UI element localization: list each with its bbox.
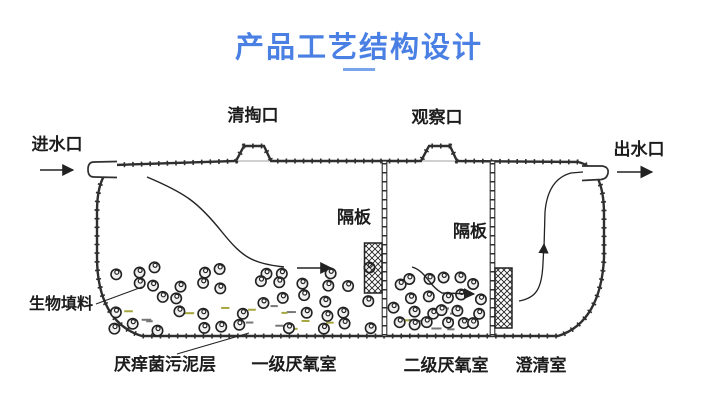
page-title: 产品工艺结构设计 [234, 32, 484, 64]
bio-filler-balls [108, 261, 487, 337]
chamber1-label: 一级厌氧室 [251, 355, 337, 374]
baffle-block-1 [363, 242, 383, 294]
outlet-label: 出水口 [613, 140, 665, 159]
baffle2-label: 隔板 [453, 222, 487, 241]
sludge-leader-line [176, 332, 250, 355]
baffle1-label: 隔板 [337, 208, 371, 227]
outlet-pipe [581, 165, 609, 182]
inlet-pipe [87, 160, 118, 179]
sludge-layer-label: 厌痒菌污泥层 [114, 355, 216, 374]
baffle-block-2 [494, 267, 513, 329]
partition-2 [489, 160, 496, 337]
tank-outline [94, 143, 607, 339]
sludge-layer [124, 305, 457, 331]
chamber1-flow-curve [146, 176, 285, 268]
biofill-label: 生物填料 [28, 296, 94, 313]
clarify-flow-arrow-icon [518, 242, 549, 302]
observation-label: 观察口 [411, 108, 463, 127]
clarify-label: 澄清室 [515, 356, 567, 375]
biofill-leader-line [95, 286, 143, 305]
partition-1 [381, 160, 388, 337]
clarify-flow-curve [543, 171, 584, 249]
title-underline [343, 68, 375, 71]
inlet-label: 进水口 [31, 135, 83, 154]
cleanout-label: 清掏口 [227, 106, 279, 125]
chamber2-flow-arrow-icon [411, 266, 476, 300]
chamber2-label: 二级厌氧室 [403, 356, 489, 375]
